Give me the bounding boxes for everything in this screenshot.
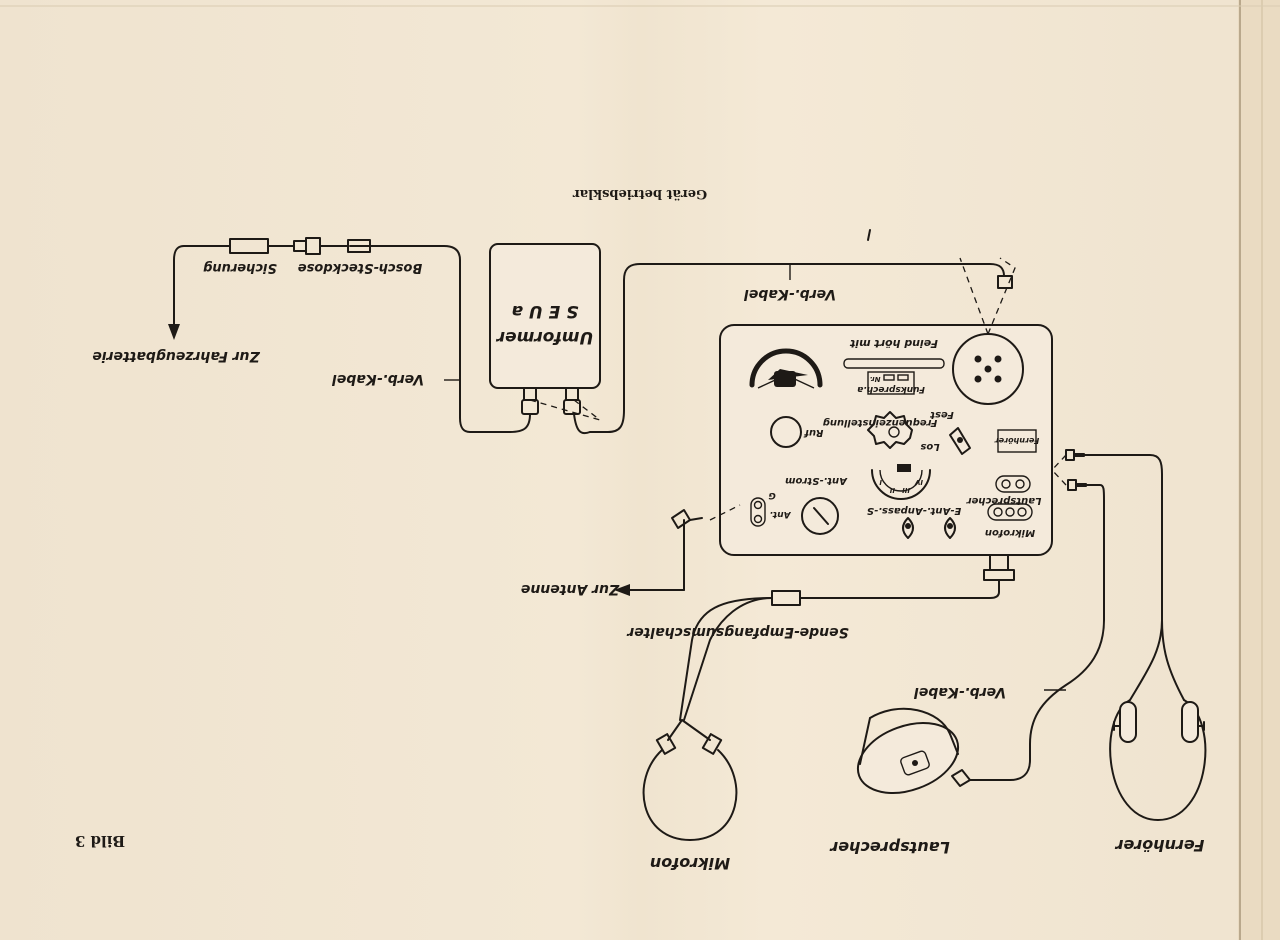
scale-tick-iii: III [902, 486, 910, 494]
panel-e-ant-anpass: E-Ant.-Anpass.-S [867, 505, 961, 516]
panel-ant: Ant. [769, 509, 791, 519]
panel-mikrofon: Mikrofon [985, 527, 1035, 538]
label-seu: S E U a [512, 301, 579, 321]
antenna-plug-icon [671, 509, 703, 591]
loudspeaker-socket[interactable] [995, 475, 1031, 493]
label-zur-antenne: Zur Antenne [521, 581, 620, 597]
antenna-terminal[interactable] [750, 497, 766, 527]
label-verb-kabel-left: Verb.-Kabel [332, 371, 424, 387]
headphones-icon [1109, 699, 1207, 821]
panel-fest: Fest [929, 409, 954, 420]
panel-los: Los [920, 441, 939, 452]
matching-button-right[interactable] [902, 517, 914, 539]
bosch-plug-icon [333, 239, 371, 253]
matching-button-left[interactable] [944, 517, 956, 539]
label-sende-empfangsumschalter: Sende-Empfangsumschalter [626, 624, 848, 640]
page-title: Gerät betriebsklar [573, 186, 707, 201]
fuse-icon [183, 238, 281, 254]
panel-g: G [768, 490, 775, 500]
scale-tick-ii: II [889, 486, 895, 494]
loudspeaker-icon [856, 707, 971, 794]
panel-ruf: Ruf [803, 427, 823, 438]
figure-number: Bild 3 [75, 832, 125, 850]
panel-ant-strom: Ant.-Strom [785, 475, 848, 486]
label-lautsprecher: Lautsprecher [829, 838, 949, 857]
tuning-lock-lever[interactable] [949, 427, 971, 455]
frequency-knob[interactable] [867, 411, 913, 449]
label-mikrofon: Mikrofon [650, 854, 730, 873]
panel-feind-hoert-mit: Feind hört mit [849, 337, 938, 350]
label-sicherung: Sicherung [203, 260, 277, 275]
loudspeaker-plug-icon [1067, 479, 1087, 491]
microphone-icon [642, 719, 738, 841]
panel-funksprech: Funksprech.a [857, 384, 925, 394]
bosch-socket-icon [279, 237, 335, 255]
call-button[interactable] [770, 416, 802, 448]
umformer-box: Umformer S E U a [489, 243, 601, 415]
scale-tick-i: I [879, 478, 882, 486]
transceiver-panel: Feind hört mit Funksprech.a Nr. [719, 324, 1053, 556]
antenna-current-meter [801, 497, 839, 535]
scale-tick-iv: IV [914, 478, 923, 486]
label-bosch-steckdose: Bosch-Steckdose [298, 260, 423, 275]
volume-dial[interactable] [749, 348, 823, 389]
panel-lautsprecher: Lautsprecher [966, 495, 1042, 506]
ptt-switch-icon[interactable] [771, 590, 801, 606]
label-zur-fahrzeugbatterie: Zur Fahrzeugbatterie [92, 348, 260, 364]
antenna-matching-scale[interactable]: IV III II I [871, 464, 931, 500]
switch-plug-icon [983, 569, 1015, 581]
label-verb-kabel-upper: Verb.-Kabel [744, 286, 836, 302]
panel-nr: Nr. [870, 375, 881, 383]
panel-fernhoerer: Fernhörer [994, 436, 1039, 445]
panel-frequenzeinstellung: Frequenzeinstellung [823, 417, 938, 428]
label-fernhoerer: Fernhörer [1114, 836, 1204, 855]
microphone-socket[interactable] [987, 503, 1033, 521]
label-umformer: Umformer [495, 327, 593, 347]
label-verb-kabel-lower: Verb.-Kabel [914, 684, 1006, 700]
headphone-plug-icon [1065, 449, 1085, 461]
